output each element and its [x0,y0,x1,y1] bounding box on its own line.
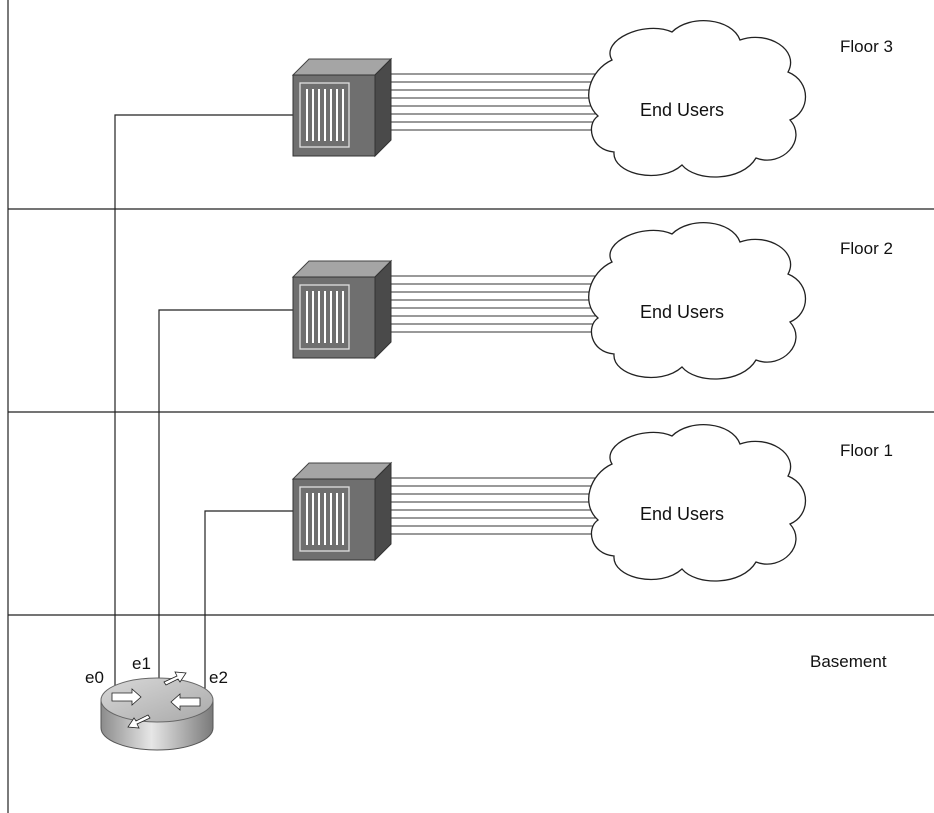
floor-1-segment: End Users [291,424,806,582]
cloud-label: End Users [640,302,724,322]
router-uplinks [114,114,293,690]
uplink-e1 [158,309,293,680]
uplink-e2 [204,510,293,690]
floor-2-label: Floor 2 [840,239,893,258]
switch-icon [291,461,393,562]
basement-label: Basement [810,652,887,671]
building-outline [7,0,934,813]
floor-3-segment: End Users [291,20,806,178]
floor-1-label: Floor 1 [840,441,893,460]
port-label-e1: e1 [132,654,151,673]
end-users-cloud [588,20,806,178]
user-links [388,275,606,333]
end-users-cloud [588,222,806,380]
port-label-e2: e2 [209,668,228,687]
router-icon [100,671,214,751]
switch-icon [291,57,393,158]
user-links [388,73,606,131]
end-users-cloud [588,424,806,582]
floor-3-label: Floor 3 [840,37,893,56]
port-label-e0: e0 [85,668,104,687]
switch-icon [291,259,393,360]
cloud-label: End Users [640,100,724,120]
cloud-label: End Users [640,504,724,524]
floor-2-segment: End Users [291,222,806,380]
uplink-e0 [114,114,293,688]
user-links [388,477,606,535]
